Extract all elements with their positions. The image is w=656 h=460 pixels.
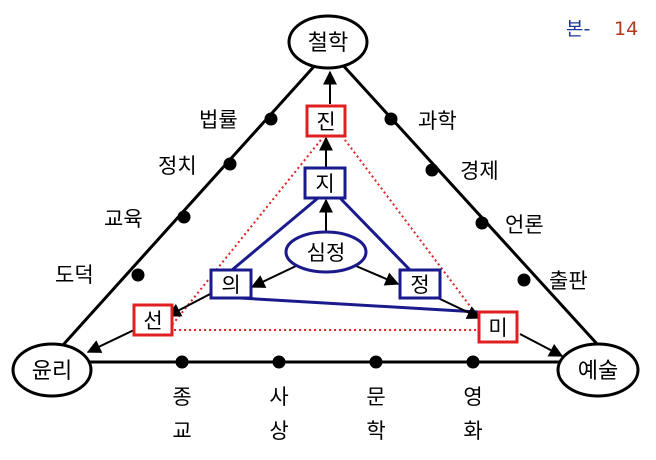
value-jin-box: [305, 104, 347, 138]
inner-edge-bottom: [239, 296, 479, 314]
dot-left-2: [223, 157, 237, 171]
bottom-item-3-bottom: 학: [366, 419, 385, 443]
right-item-2: 경제: [460, 159, 499, 183]
inner-edge-left: [231, 196, 319, 272]
dot-bottom-3: [369, 355, 383, 369]
edge-dots: [131, 112, 531, 369]
vertex-art-ellipse: [556, 342, 640, 398]
bottom-item-4-top: 영: [463, 385, 482, 409]
arrow-center-to-ui: [250, 265, 297, 288]
arrow-mi-to-art: [519, 333, 564, 357]
value-mi-box: [477, 310, 519, 344]
vertex-philosophy: 철학: [308, 31, 348, 56]
right-item-1: 과학: [418, 109, 457, 133]
bottom-item-2-bottom: 상: [269, 419, 288, 443]
bottom-item-4-bottom: 화: [463, 419, 482, 443]
dotted-triangle: [165, 135, 491, 331]
bottom-item-1-bottom: 교: [172, 419, 191, 443]
value-mi: 미: [488, 316, 507, 340]
arrow-jeong-to-mi: [437, 297, 482, 319]
dot-right-1: [384, 112, 398, 126]
center-label: 심정: [307, 241, 346, 265]
outer-edge-left: [61, 60, 320, 347]
dot-right-2: [425, 163, 439, 177]
outer-edge-right: [338, 60, 600, 347]
inner-edge-right: [338, 196, 412, 272]
value-seon: 선: [143, 309, 162, 333]
arrow-seon-to-ethics: [86, 329, 135, 353]
dot-bottom-4: [466, 355, 480, 369]
page-label-prefix: 본-: [566, 18, 590, 40]
arrow-center-to-jeong: [355, 265, 400, 286]
value-ji: 지: [315, 172, 334, 196]
vertex-ethics-ellipse: [11, 342, 93, 398]
left-item-2: 정치: [158, 154, 197, 178]
right-item-4: 출판: [549, 269, 588, 293]
arrow-ui-to-seon: [166, 292, 213, 317]
value-ji-box: [303, 166, 347, 200]
center-ellipse: [284, 230, 368, 274]
value-jin: 진: [316, 110, 335, 134]
bottom-item-3-top: 문: [366, 385, 385, 409]
bottom-item-1-top: 종: [172, 385, 191, 409]
dot-left-3: [177, 210, 191, 224]
vertex-philosophy-ellipse: [287, 14, 369, 70]
dot-right-3: [475, 216, 489, 230]
value-jeong-box: [398, 268, 442, 300]
vertex-ethics: 윤리: [32, 359, 72, 384]
page-label-number: 14: [614, 18, 638, 40]
left-item-4: 도덕: [55, 263, 94, 287]
dot-left-4: [131, 268, 145, 282]
dot-right-4: [517, 273, 531, 287]
value-jeong: 정: [410, 273, 429, 297]
value-seon-box: [132, 303, 174, 337]
vertex-art: 예술: [578, 359, 618, 384]
dot-bottom-1: [175, 355, 189, 369]
value-ui: 의: [221, 273, 240, 297]
left-item-3: 교육: [104, 207, 143, 231]
dot-left-1: [264, 112, 278, 126]
value-ui-box: [209, 268, 253, 300]
dot-bottom-2: [272, 355, 286, 369]
bottom-item-2-top: 사: [269, 385, 288, 409]
left-item-1: 법률: [199, 108, 238, 132]
right-item-3: 언론: [505, 213, 544, 237]
